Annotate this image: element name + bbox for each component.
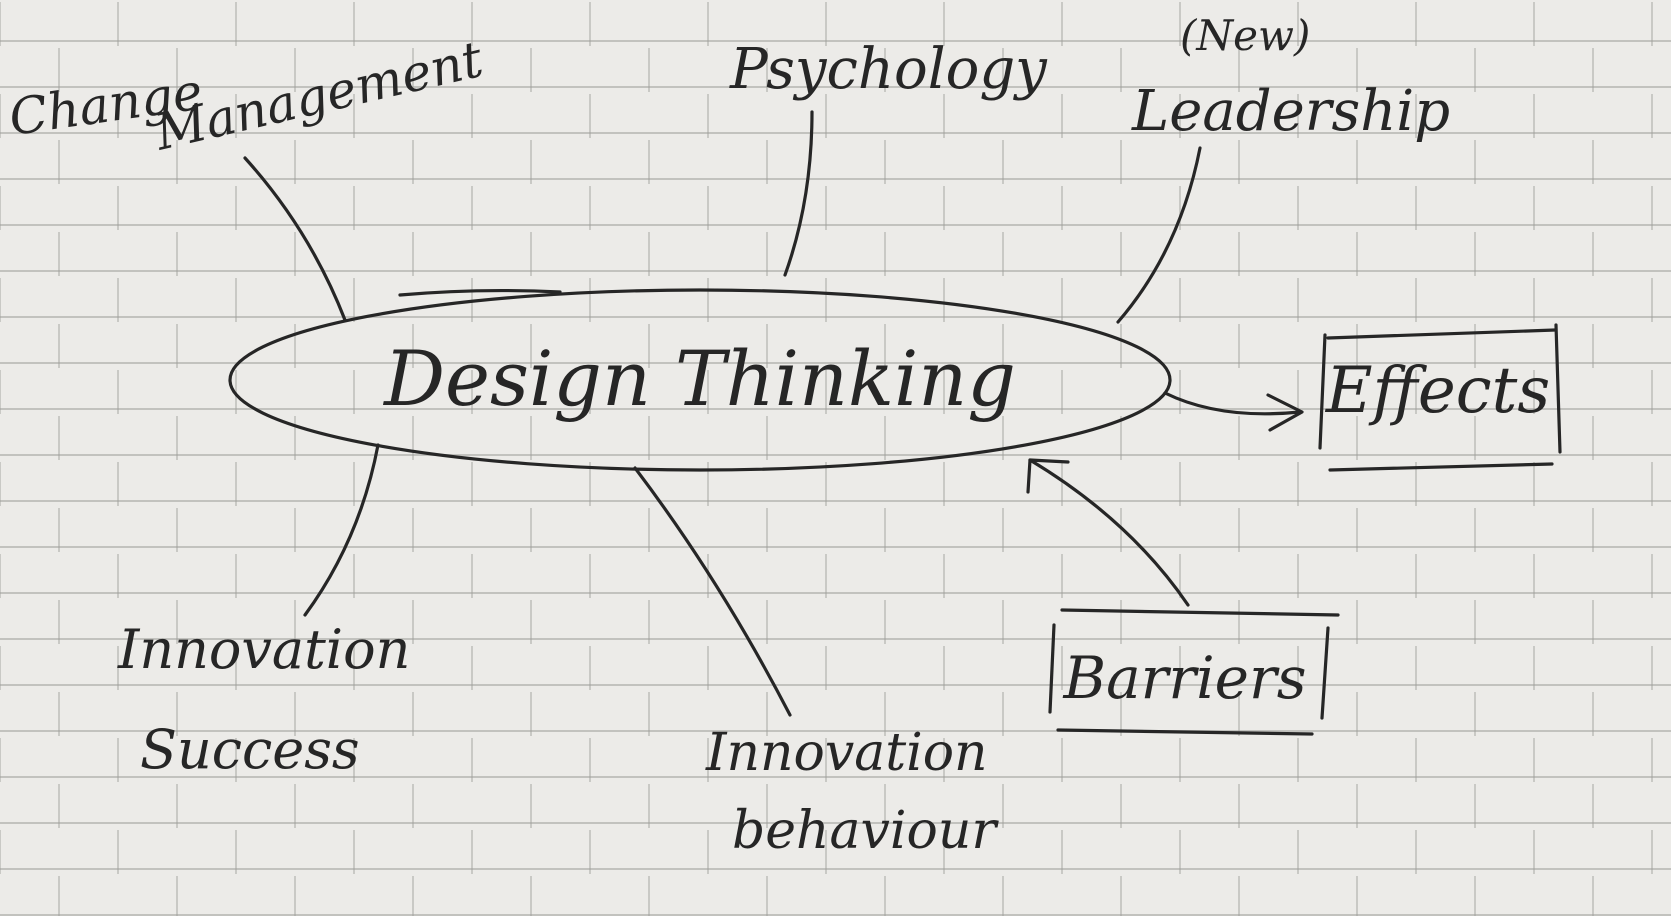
center-label: Design Thinking: [382, 334, 1016, 423]
effects-box: Effects: [1318, 323, 1562, 472]
barriers-label: Barriers: [1062, 644, 1306, 712]
branch-change-management: [243, 156, 347, 322]
branch-innovation-behaviour: [633, 466, 792, 717]
management-label: Management: [149, 30, 489, 162]
arrowhead-effects: [1266, 393, 1304, 432]
innovation-behaviour-label-1: Innovation: [705, 723, 988, 783]
new-label: (New): [1180, 11, 1310, 60]
innovation-success-label-2: Success: [140, 718, 360, 781]
arrowhead-barriers: [1026, 458, 1070, 494]
effects-label: Effects: [1325, 354, 1550, 428]
arrow-from-barriers: [1028, 458, 1190, 607]
leadership-label: Leadership: [1131, 79, 1450, 144]
innovation-behaviour-label-2: behaviour: [732, 801, 999, 861]
center-ellipse: [228, 288, 1172, 472]
barriers-box: Barriers: [1048, 608, 1340, 736]
ellipse-accent-stroke: [398, 288, 562, 297]
arrow-to-effects: [1163, 391, 1302, 416]
branch-innovation-success: [303, 443, 380, 617]
branch-leadership: [1116, 146, 1202, 324]
innovation-success-label-1: Innovation: [117, 618, 410, 681]
branch-psychology: [783, 110, 814, 277]
psychology-label: Psychology: [729, 37, 1048, 102]
